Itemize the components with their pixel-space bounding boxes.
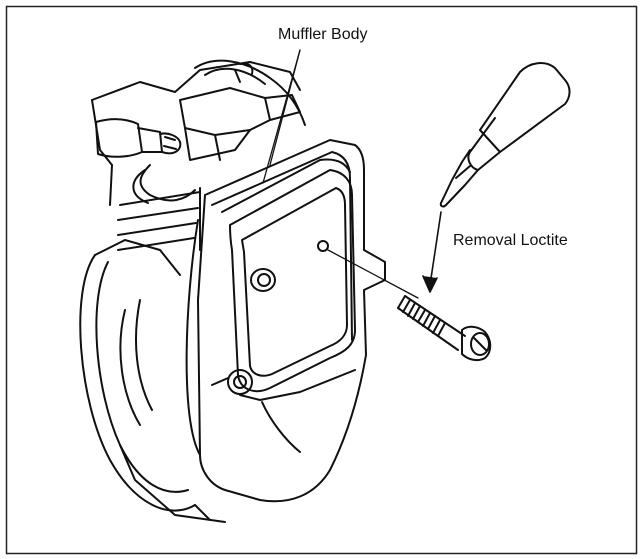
cylinder-head [179,59,306,161]
muffler-icon [185,139,386,503]
bolt-leader-line [327,249,419,299]
spark-plug-cap [95,118,196,204]
loctite-tube-icon [439,62,571,208]
leader-lines [262,49,419,299]
muffler-leader-line-2 [269,49,301,166]
arrow-icon [422,211,442,293]
removal-loctite-label: Removal Loctite [453,232,568,249]
bolt-icon [397,295,492,362]
figure-frame [5,5,638,555]
engine-icon [79,61,301,523]
muffler-body-label: Muffler Body [278,26,368,43]
